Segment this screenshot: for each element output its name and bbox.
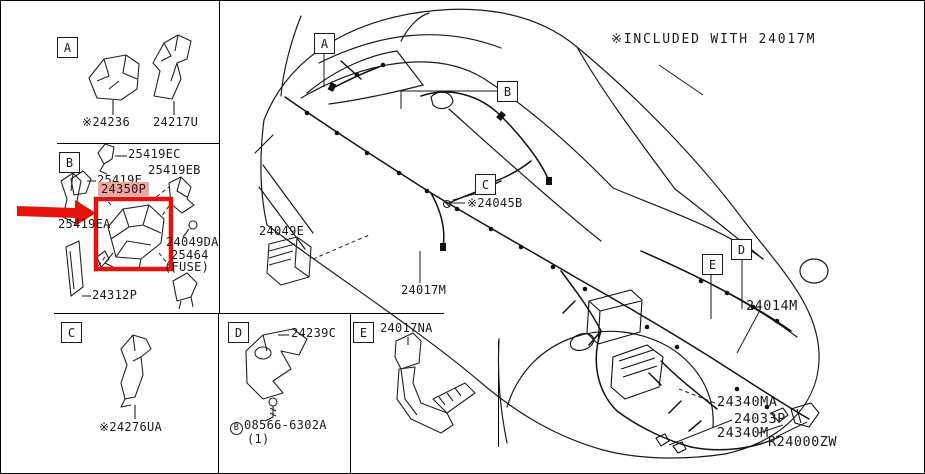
car-outline [254, 8, 829, 459]
part-label-25464[interactable]: 25464 [171, 248, 209, 262]
selection-arrow [17, 200, 96, 226]
relay-24049e-sketch [266, 236, 312, 286]
callout-e-diagram: E [702, 254, 723, 275]
part-label-24014m[interactable]: 24014M [746, 298, 798, 314]
part-label-24350p-highlighted[interactable]: 24350P [98, 182, 150, 196]
leader-lines [323, 53, 808, 446]
part-label-24340m[interactable]: 24340M [717, 425, 769, 441]
part-label-24239c[interactable]: 24239C [291, 326, 337, 340]
panel-d-part-sketches [245, 328, 308, 422]
harness-components [586, 289, 820, 454]
callout-a-panel: A [57, 37, 78, 58]
part-label-r24000zw[interactable]: R24000ZW [768, 434, 838, 450]
selection-box [93, 196, 174, 272]
bolt-prefix-badge: B [230, 422, 243, 435]
relay-dashed-leader [312, 234, 370, 260]
part-label-24033p[interactable]: 24033P [734, 411, 786, 427]
part-label-24017na[interactable]: 24017NA [380, 321, 433, 335]
panel-c-part-sketch [120, 334, 152, 419]
part-label-25419ea[interactable]: 25419EA [58, 217, 111, 231]
harness-connector-dots [304, 62, 780, 410]
callout-c-panel: C [61, 322, 82, 343]
callout-d-panel: D [228, 322, 249, 343]
callout-d-diagram: D [731, 239, 752, 260]
part-label-24312p[interactable]: 24312P [92, 288, 138, 302]
part-label-24217u[interactable]: 24217U [153, 115, 199, 129]
callout-a-diagram: A [314, 33, 335, 54]
bolt-qty: (1) [247, 432, 270, 446]
callout-c-diagram: C [475, 174, 496, 195]
part-label-24049e[interactable]: 24049E [259, 224, 305, 238]
panel-a-part-sketches [88, 34, 192, 115]
part-label-24276ua[interactable]: ※24276UA [99, 420, 163, 434]
panel-e-part-sketches [394, 332, 476, 434]
part-label-25419eb[interactable]: 25419EB [148, 163, 201, 177]
bolt-part-number[interactable]: 08566-6302A [244, 418, 327, 432]
included-note: ※INCLUDED WITH 24017M [611, 32, 817, 47]
part-label-24049da[interactable]: 24049DA [166, 235, 219, 249]
part-label-24017m[interactable]: 24017M [401, 283, 447, 297]
part-label-24340ma[interactable]: 24340MA [717, 394, 778, 410]
callout-e-panel: E [353, 322, 374, 343]
part-label-24045b[interactable]: ※24045B [467, 196, 523, 210]
part-label-25419ec[interactable]: 25419EC [128, 147, 181, 161]
bolt-24045b-sketch [442, 199, 465, 209]
callout-b-panel: B [59, 152, 80, 173]
part-label-24236[interactable]: ※24236 [82, 115, 130, 129]
part-label-fuse: (FUSE) [164, 260, 210, 274]
callout-b-diagram: B [497, 81, 518, 102]
